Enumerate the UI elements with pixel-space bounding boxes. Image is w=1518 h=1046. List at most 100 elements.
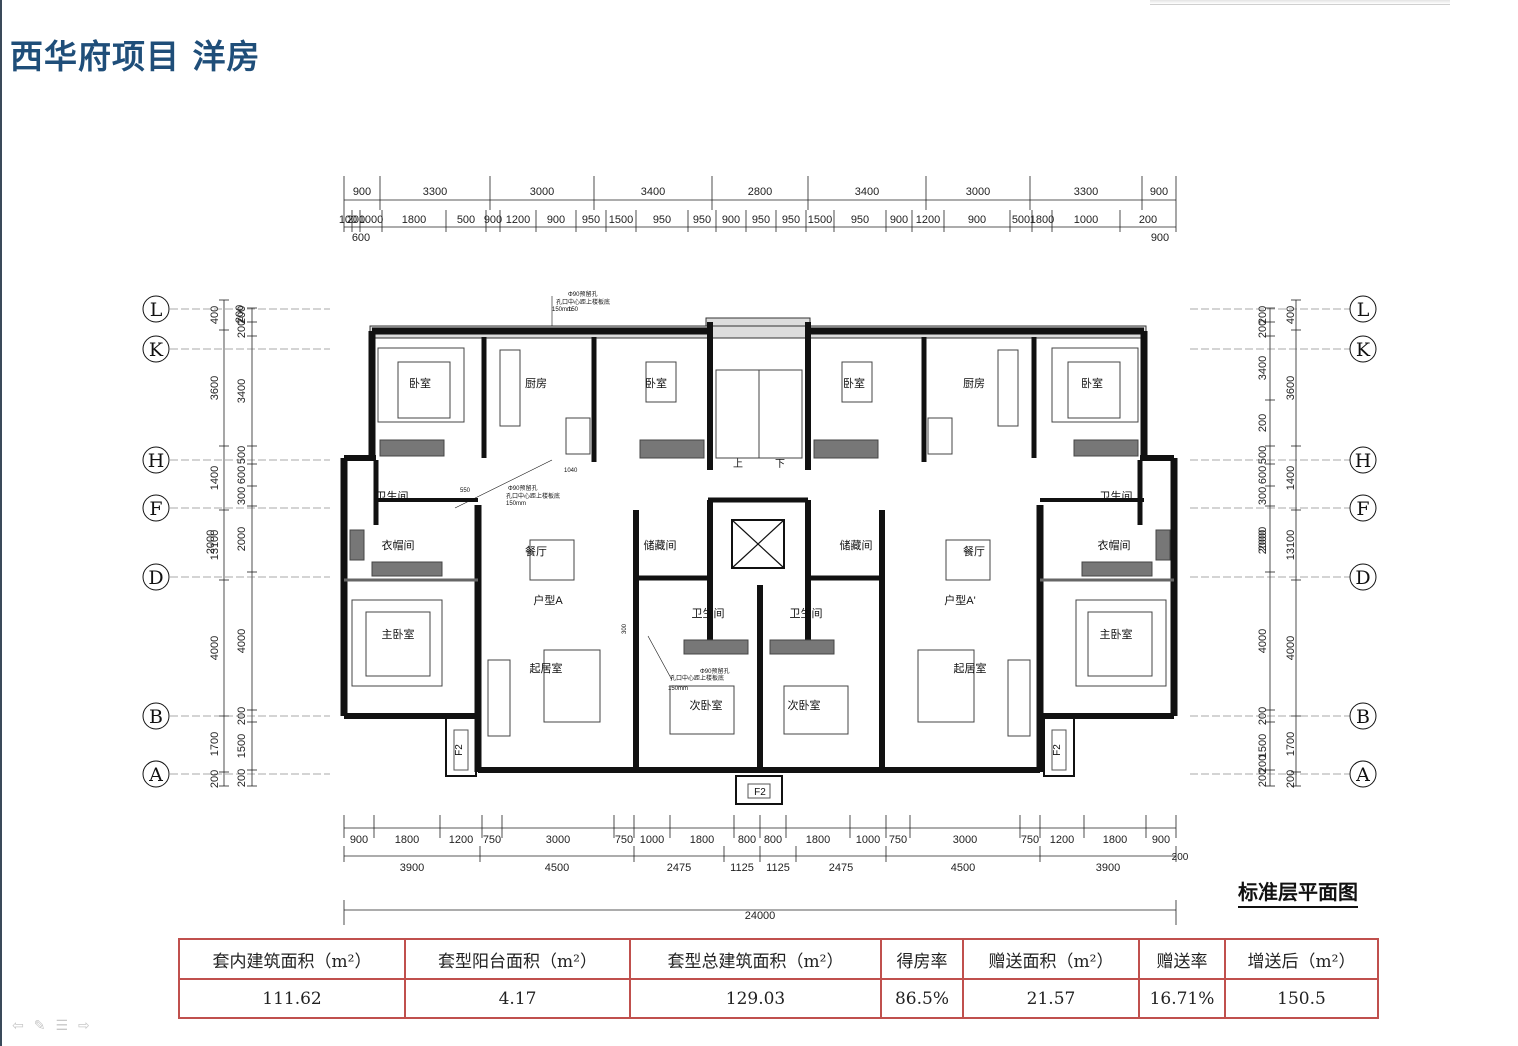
room-master-2: 主卧室 xyxy=(1100,627,1133,641)
dim-label: 3600 xyxy=(209,376,221,400)
dim-top-extra-right: 900 xyxy=(1151,232,1169,244)
dim-label: 600 xyxy=(1257,466,1269,484)
slide-nav: ⇦ ✎ ☰ ⇨ xyxy=(12,1018,90,1034)
dim-label: 1200 xyxy=(916,214,940,226)
grid-bubble-A-right: A xyxy=(1349,760,1377,788)
dim-label: 1500 xyxy=(609,214,633,226)
header-interior-area: 套内建筑面积（m²） xyxy=(178,938,406,980)
header-total-area: 套型总建筑面积（m²） xyxy=(629,938,882,980)
room-bath-1: 卫生间 xyxy=(376,489,409,503)
dim-label: 200 xyxy=(1257,769,1269,787)
area-table-header-row: 套内建筑面积（m²） 套型阳台面积（m²） 套型总建筑面积（m²） 得房率 赠送… xyxy=(178,938,1379,980)
unit-type-a: 户型A xyxy=(533,593,563,607)
grid-bubble-F-left: F xyxy=(142,494,170,522)
dim-label: 800 xyxy=(738,834,756,846)
dim-label: 3300 xyxy=(1074,186,1098,198)
value-bonus-area: 21.57 xyxy=(962,978,1140,1019)
room-living-2: 起居室 xyxy=(954,661,987,675)
dim-label: 900 xyxy=(1152,834,1170,846)
dim-label: 500 xyxy=(1012,214,1030,226)
dim-label: 750 xyxy=(889,834,907,846)
dim-label: 1500 xyxy=(808,214,832,226)
grid-bubble-K-right: K xyxy=(1349,335,1377,363)
header-balcony-area: 套型阳台面积（m²） xyxy=(404,938,631,980)
dim-label: 200 xyxy=(236,769,248,787)
grid-bubble-D-left: D xyxy=(142,563,170,591)
grid-bubble-label: D xyxy=(148,567,163,589)
dim-label: 1125 xyxy=(730,862,754,874)
grid-bubble-H-left: H xyxy=(142,446,170,474)
grid-bubble-L-left: L xyxy=(142,295,170,323)
dim-label: 900 xyxy=(484,214,502,226)
ac-label-3: F2 xyxy=(754,787,766,798)
note-text-2: 孔口中心距上楼板底 xyxy=(506,492,560,500)
grid-bubble-K-left: K xyxy=(142,335,170,363)
dim-label: 500 xyxy=(236,446,248,464)
dim-label: 4000 xyxy=(236,629,248,653)
room-kitchen-1: 厨房 xyxy=(525,377,547,390)
dim-label: 400 xyxy=(209,306,221,324)
grid-bubble-label: F xyxy=(1356,498,1369,520)
area-table: 套内建筑面积（m²） 套型阳台面积（m²） 套型总建筑面积（m²） 得房率 赠送… xyxy=(178,938,1379,1019)
pen-icon[interactable]: ✎ xyxy=(33,1018,46,1034)
note-dim-550: 550 xyxy=(460,488,471,494)
grid-bubble-label: B xyxy=(1356,706,1370,728)
grid-bubble-L-right: L xyxy=(1349,295,1377,323)
stair-up: 上 xyxy=(733,458,743,470)
note-dim-1a: 150mm xyxy=(552,307,572,313)
note-dim-1b: 150 xyxy=(568,307,579,313)
value-efficiency: 86.5% xyxy=(880,978,964,1019)
dim-label: 2475 xyxy=(829,862,853,874)
dim-label: 1000 xyxy=(1074,214,1098,226)
dim-left-extra-1: 200 xyxy=(234,305,246,323)
dim-label: 4000 xyxy=(209,636,221,660)
slide-border xyxy=(0,0,2,1046)
arrow-left-icon[interactable]: ⇦ xyxy=(12,1018,24,1034)
dim-label: 500 xyxy=(457,214,475,226)
dim-label: 800 xyxy=(764,834,782,846)
dim-label: 1200 xyxy=(449,834,473,846)
dim-label: 1125 xyxy=(766,862,790,874)
dim-label: 1800 xyxy=(395,834,419,846)
value-interior-area: 111.62 xyxy=(178,978,406,1019)
menu-icon[interactable]: ☰ xyxy=(55,1018,69,1034)
dim-label: 500 xyxy=(1257,446,1269,464)
dim-label: 1000 xyxy=(359,214,383,226)
arrow-right-icon[interactable]: ⇨ xyxy=(78,1018,90,1034)
dim-label: 3400 xyxy=(641,186,665,198)
dim-label: 900 xyxy=(353,186,371,198)
grid-bubble-label: H xyxy=(148,450,165,472)
dim-label: 1400 xyxy=(1285,466,1297,490)
room-living-1: 起居室 xyxy=(530,661,563,675)
header-bonus-area: 赠送面积（m²） xyxy=(962,938,1140,980)
dim-label: 900 xyxy=(722,214,740,226)
dim-bottom-extra: 200 xyxy=(1172,852,1189,863)
dim-label: 13100 xyxy=(1285,530,1297,561)
grid-bubble-label: A xyxy=(148,764,163,786)
ac-label-2: F2 xyxy=(1052,744,1063,756)
dim-label: 950 xyxy=(582,214,600,226)
walls xyxy=(340,317,1178,805)
note-dim-3: 150mm xyxy=(668,686,688,692)
room-bath-2: 卫生间 xyxy=(1100,489,1133,503)
room-dining-1: 餐厅 xyxy=(525,544,547,558)
dim-label: 900 xyxy=(968,214,986,226)
note-pipe-1: Φ90预留孔 xyxy=(568,290,597,298)
room-storage-2: 储藏间 xyxy=(840,538,873,552)
dim-label: 950 xyxy=(653,214,671,226)
dim-label: 1800 xyxy=(1103,834,1127,846)
dim-bottom-total: 24000 xyxy=(745,910,776,922)
dim-label: 1400 xyxy=(209,466,221,490)
dim-label: 2000 xyxy=(1257,527,1269,551)
grid-bubble-label: K xyxy=(149,339,164,361)
room-second-bed-2: 次卧室 xyxy=(788,698,821,712)
value-total-area: 129.03 xyxy=(629,978,882,1019)
room-bath-4: 卫生间 xyxy=(790,606,823,620)
note-dim-1040: 1040 xyxy=(564,468,578,474)
